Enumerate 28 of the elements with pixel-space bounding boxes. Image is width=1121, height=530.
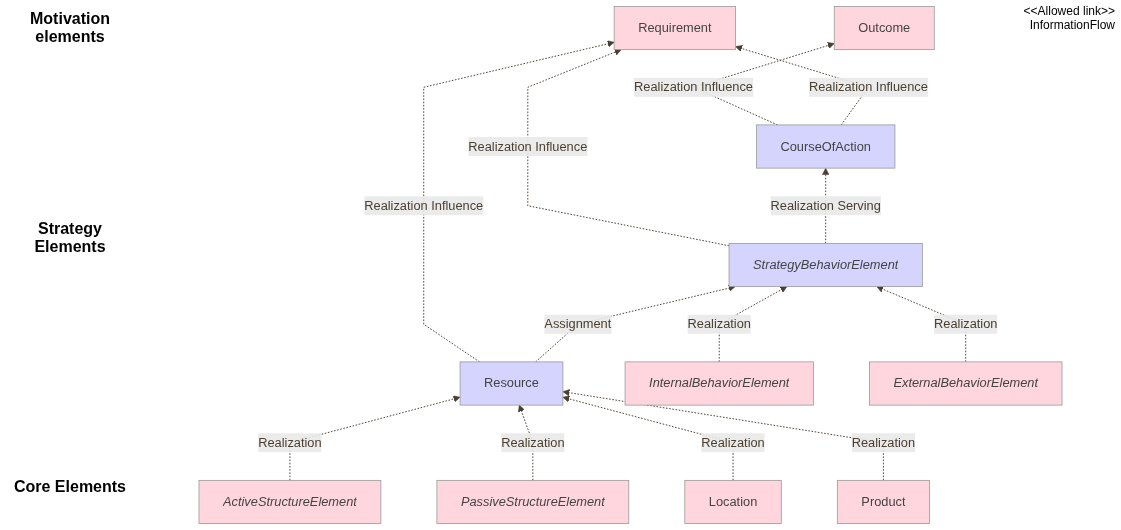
edge-label: Realization xyxy=(701,435,765,450)
node-box: CourseOfAction xyxy=(756,124,896,169)
layer-heading: Strategy Elements xyxy=(33,220,107,256)
edge-label: Realization xyxy=(851,435,916,450)
node-box: ExternalBehaviorElement xyxy=(869,361,1063,406)
node-box: InternalBehaviorElement xyxy=(624,361,814,406)
node-box: StrategyBehaviorElement xyxy=(728,243,923,287)
edge-label: Realization xyxy=(258,435,322,450)
node-box: Outcome xyxy=(833,6,935,51)
edge-label: Realization Influence xyxy=(808,80,928,94)
edge-label: Realization Serving xyxy=(770,198,881,213)
layer-heading: Motivation elements xyxy=(29,10,111,46)
node-box: PassiveStructureElement xyxy=(436,479,630,524)
node-box: Resource xyxy=(459,361,564,406)
connector-note: InformationFlow xyxy=(1028,18,1115,32)
edge-label: Realization xyxy=(934,317,998,331)
edge-label: Assignment xyxy=(544,317,612,331)
layer-heading: Core Elements xyxy=(12,478,127,496)
node-box: ActiveStructureElement xyxy=(198,479,382,524)
edge-label: Realization Influence xyxy=(364,198,484,213)
node-box: Location xyxy=(684,479,782,524)
edge-label: Realization xyxy=(687,317,751,331)
node-box: Product xyxy=(836,479,930,524)
edge-label: Realization Influence xyxy=(634,80,753,94)
connector-note: <<Allowed link>> xyxy=(1023,4,1115,18)
node-box: Requirement xyxy=(613,6,736,51)
edge-label: Realization xyxy=(501,435,565,450)
edge-label: Realization Influence xyxy=(468,139,588,153)
